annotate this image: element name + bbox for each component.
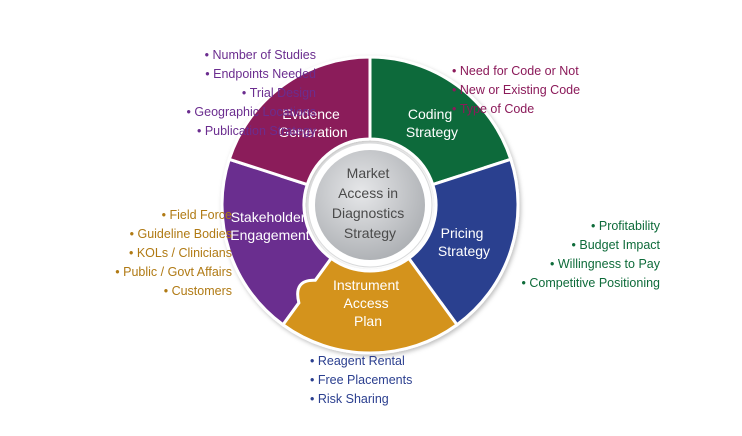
evidence-bullet-item: Publication Strategy — [60, 122, 316, 141]
pricing-bullet-item: Profitability — [500, 217, 660, 236]
evidence-bullet-item: Geographic Locations — [60, 103, 316, 122]
coding-strategy-bullets: Need for Code or NotNew or Existing Code… — [452, 62, 580, 119]
stakeholder-bullet-item: Public / Govt Affairs — [60, 263, 232, 282]
stakeholder-engagement-label: Stakeholder Engagement — [230, 209, 310, 243]
instrument-bullet-item: Risk Sharing — [310, 390, 412, 409]
stakeholder-bullet-item: Field Force — [60, 206, 232, 225]
evidence-generation-bullets: Number of StudiesEndpoints NeededTrial D… — [60, 46, 316, 141]
center-title: Market Access in Diagnostics Strategy — [332, 165, 408, 241]
pricing-bullet-item: Competitive Positioning — [500, 274, 660, 293]
pricing-strategy-label: Pricing Strategy — [438, 225, 490, 259]
coding-bullet-item: Type of Code — [452, 100, 580, 119]
stakeholder-bullet-item: KOLs / Clinicians — [60, 244, 232, 263]
instrument-bullet-item: Free Placements — [310, 371, 412, 390]
coding-bullet-item: Need for Code or Not — [452, 62, 580, 81]
instrument-access-bullets: Reagent RentalFree PlacementsRisk Sharin… — [310, 352, 412, 409]
coding-strategy-label: Coding Strategy — [406, 106, 458, 140]
instrument-access-plan-label: Instrument Access Plan — [333, 277, 403, 329]
instrument-bullet-item: Reagent Rental — [310, 352, 412, 371]
evidence-bullet-item: Number of Studies — [60, 46, 316, 65]
coding-bullet-item: New or Existing Code — [452, 81, 580, 100]
stakeholder-bullet-item: Guideline Bodies — [60, 225, 232, 244]
evidence-bullet-item: Trial Design — [60, 84, 316, 103]
center-hub — [315, 150, 425, 260]
stakeholder-segment — [280, 256, 460, 355]
pricing-bullet-item: Budget Impact — [500, 236, 660, 255]
pricing-strategy-bullets: ProfitabilityBudget ImpactWillingness to… — [500, 217, 660, 293]
stakeholder-bullet-item: Customers — [60, 282, 232, 301]
stakeholder-engagement-bullets: Field ForceGuideline BodiesKOLs / Clinic… — [60, 206, 232, 301]
evidence-bullet-item: Endpoints Needed — [60, 65, 316, 84]
pricing-bullet-item: Willingness to Pay — [500, 255, 660, 274]
